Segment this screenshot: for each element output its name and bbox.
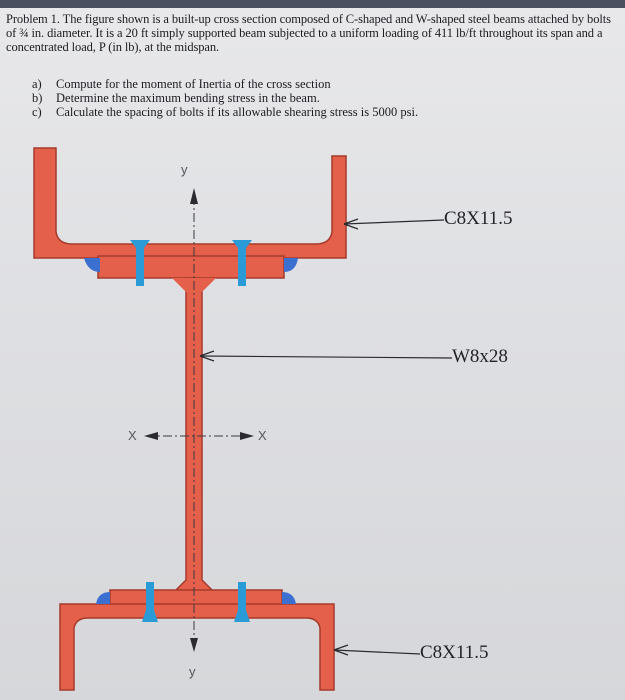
task-label: b) <box>32 91 43 105</box>
leader-line-bottom-channel <box>333 649 421 655</box>
leader-arrow <box>333 644 349 656</box>
axis-label-y-bottom: y <box>189 664 196 679</box>
leader-arrow <box>199 350 215 362</box>
y-axis-arrow-up <box>190 188 198 204</box>
x-axis-arrow-left <box>144 432 158 440</box>
wide-flange-top-flange <box>97 255 285 279</box>
task-text: Compute for the moment of Inertia of the… <box>56 77 331 91</box>
problem-statement: Problem 1. The figure shown is a built-u… <box>6 12 611 54</box>
axis-label-x-right: X <box>258 428 267 443</box>
bolt-bottom-left <box>142 582 158 622</box>
bolt-top-right <box>232 240 252 286</box>
window-top-bar <box>0 0 625 10</box>
weld-mark <box>282 592 296 604</box>
top-channel <box>33 147 347 259</box>
leader-arrow <box>343 218 359 230</box>
label-bottom-channel: C8X11.5 <box>420 642 489 663</box>
x-axis-arrow-right <box>240 432 254 440</box>
leader-line-top-channel <box>343 219 445 225</box>
label-top-channel: C8X11.5 <box>444 208 513 229</box>
axis-label-y-top: y <box>181 162 188 177</box>
bolt-top-left <box>130 240 150 286</box>
problem-sheet <box>0 8 625 700</box>
task-list: a) Compute for the moment of Inertia of t… <box>32 77 418 119</box>
label-wide-flange: W8x28 <box>452 346 508 367</box>
leader-line-wide-flange <box>199 355 453 359</box>
y-axis-arrow-down <box>190 638 198 652</box>
weld-mark <box>96 592 110 604</box>
bolt-bottom-right <box>234 582 250 622</box>
task-label: a) <box>32 77 42 91</box>
task-text: Calculate the spacing of bolts if its al… <box>56 105 419 119</box>
weld-mark <box>284 258 298 272</box>
task-label: c) <box>32 105 42 119</box>
weld-mark <box>84 258 100 272</box>
axis-label-x-left: X <box>128 428 137 443</box>
task-item-a: a) Compute for the moment of Inertia of t… <box>32 77 418 91</box>
task-item-c: c) Calculate the spacing of bolts if its … <box>32 105 418 119</box>
task-text: Determine the maximum bending stress in … <box>56 91 320 105</box>
task-item-b: b) Determine the maximum bending stress i… <box>32 91 418 105</box>
bottom-channel <box>59 603 335 691</box>
